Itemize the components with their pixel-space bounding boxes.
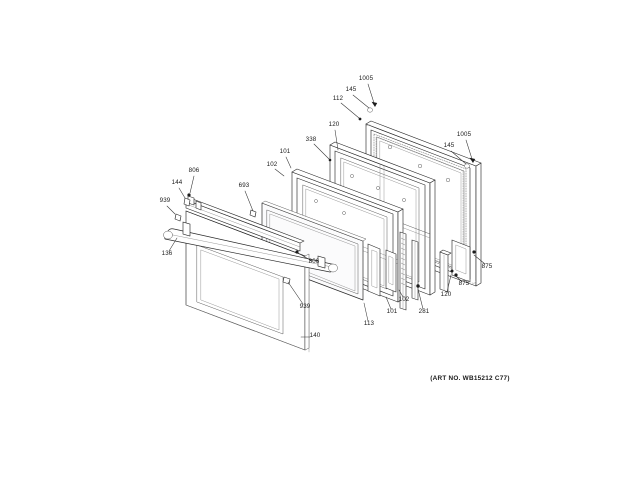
callout-number-140: 140 xyxy=(310,332,321,339)
callout-number-875: 875 xyxy=(482,263,493,270)
callout-number-120: 120 xyxy=(329,121,340,128)
leader-line-120 xyxy=(446,274,452,293)
leader-line-1005 xyxy=(367,83,375,104)
callout-number-112: 112 xyxy=(333,95,344,102)
leader-line-136 xyxy=(168,237,178,252)
leader-line-102 xyxy=(398,289,404,298)
callout-number-1005: 1005 xyxy=(457,131,472,138)
leader-line-101 xyxy=(385,296,392,310)
callout-number-806: 806 xyxy=(189,167,200,174)
callout-number-102: 102 xyxy=(399,296,410,303)
leader-line-806 xyxy=(297,252,313,262)
spring-hatching xyxy=(400,237,406,286)
callout-number-101: 101 xyxy=(280,148,291,155)
art-number-label: (ART NO. WB15212 C77) xyxy=(430,375,509,382)
callout-number-136: 136 xyxy=(162,250,173,257)
leader-line-144 xyxy=(178,187,186,199)
callout-number-806: 806 xyxy=(309,258,320,265)
hinge-rail-cluster xyxy=(399,231,471,311)
leader-line-113 xyxy=(363,302,369,322)
callout-number-145: 145 xyxy=(346,86,357,93)
fasteners xyxy=(174,107,476,288)
callout-number-144: 144 xyxy=(172,179,183,186)
callout-number-102: 102 xyxy=(267,161,278,168)
leader-line-145 xyxy=(450,150,467,165)
callout-number-120: 120 xyxy=(441,291,452,298)
leader-line-120 xyxy=(334,129,339,151)
leader-line-1005 xyxy=(465,139,473,160)
callout-numbers: 1005145112100514512033810110269380614493… xyxy=(160,75,493,339)
top-trim-rail xyxy=(185,195,305,252)
callout-number-875: 875 xyxy=(459,280,470,287)
leader-line-338 xyxy=(313,143,330,160)
callout-number-145: 145 xyxy=(444,142,455,149)
leader-line-939 xyxy=(287,281,304,305)
leader-line-939 xyxy=(166,205,176,215)
leader-line-875 xyxy=(473,254,486,265)
callout-leaders xyxy=(166,83,486,338)
leader-line-112 xyxy=(340,102,360,119)
leader-line-101 xyxy=(285,156,292,169)
leader-line-693 xyxy=(244,190,254,212)
leader-line-145 xyxy=(352,94,370,109)
callout-number-101: 101 xyxy=(387,308,398,315)
callout-number-939: 939 xyxy=(160,197,171,204)
callout-number-693: 693 xyxy=(239,182,250,189)
callout-number-281: 281 xyxy=(419,308,430,315)
leader-arrowhead-1005 xyxy=(371,101,378,107)
frame-screw-points xyxy=(314,144,451,215)
leader-line-102 xyxy=(274,168,285,177)
leader-line-806 xyxy=(189,175,195,194)
leader-line-281 xyxy=(417,288,424,310)
door-handle xyxy=(163,221,338,273)
leader-line-875 xyxy=(455,275,463,283)
left-hinge-brackets xyxy=(367,243,397,297)
callout-number-1005: 1005 xyxy=(359,75,374,82)
callout-number-338: 338 xyxy=(306,136,317,143)
callout-number-939: 939 xyxy=(300,303,311,310)
callout-number-113: 113 xyxy=(364,320,375,327)
leader-arrowhead-1005 xyxy=(469,157,476,163)
